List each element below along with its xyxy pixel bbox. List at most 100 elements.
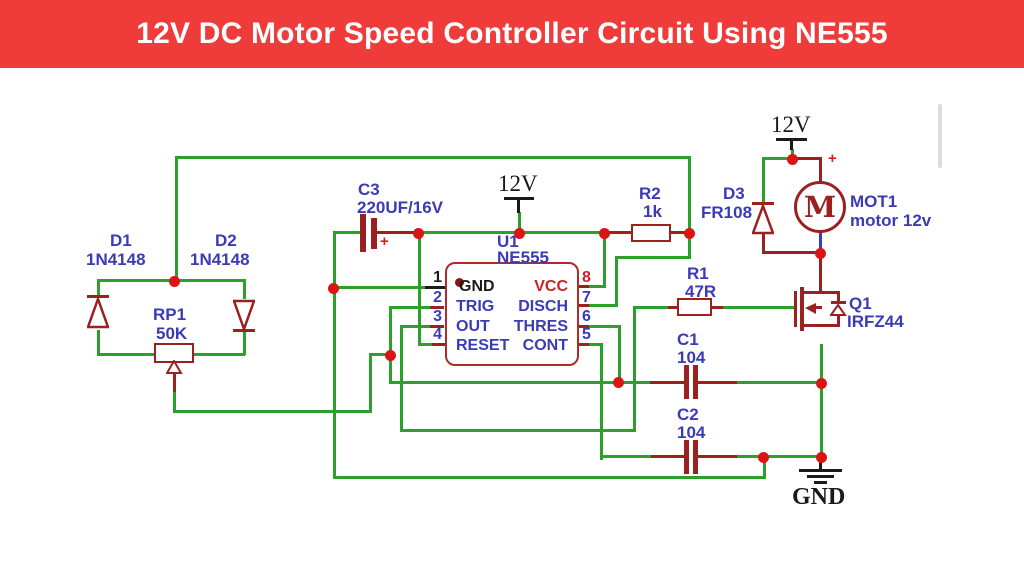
- diode-cathode-bar: [233, 329, 255, 332]
- wire-segment: [588, 325, 621, 328]
- wire-segment: [819, 273, 822, 294]
- wire-segment: [762, 157, 794, 160]
- wire-segment: [191, 353, 245, 356]
- junction-dot: [599, 228, 610, 239]
- wire-segment: [97, 353, 157, 356]
- label-q1-value: IRFZ44: [847, 312, 904, 331]
- wire-segment: [430, 325, 444, 328]
- ic-pin-number: 6: [582, 308, 591, 325]
- wire-segment: [175, 156, 691, 159]
- wire-segment: [790, 140, 793, 150]
- wire-segment: [420, 231, 606, 234]
- diode-triangle-icon: [752, 205, 774, 235]
- label-c2-ref: C2: [677, 405, 699, 424]
- wire-segment: [425, 286, 447, 289]
- capacitor-plate: [693, 440, 698, 474]
- wire-segment: [762, 251, 822, 254]
- label-d3-ref: D3: [723, 184, 745, 203]
- vcc-label-right: 12V: [771, 112, 811, 137]
- wire-segment: [430, 306, 444, 309]
- wire-segment: [588, 304, 617, 307]
- label-rp1-value: 50K: [156, 324, 188, 343]
- label-r1-value: 47R: [685, 282, 717, 301]
- wire-segment: [615, 256, 691, 259]
- pin1-marker-icon: [455, 278, 464, 287]
- wire-segment: [650, 381, 687, 384]
- wire-segment: [721, 306, 797, 309]
- wire-segment: [668, 306, 680, 309]
- label-mot1-value: motor 12v: [850, 211, 932, 230]
- polarity-plus: +: [380, 233, 389, 250]
- label-d2-value: 1N4148: [190, 250, 250, 269]
- wire-segment: [709, 306, 723, 309]
- wiper-arrow-icon: [166, 360, 183, 374]
- label-c2-value: 104: [677, 423, 706, 442]
- label-rp1-ref: RP1: [153, 305, 187, 324]
- wire-segment: [578, 285, 589, 288]
- junction-dot: [385, 350, 396, 361]
- body-diode-lead: [837, 292, 840, 304]
- capacitor-plate: [693, 365, 698, 399]
- ic-pin-number: 2: [433, 289, 442, 306]
- ic-pin-number: 4: [433, 326, 442, 343]
- label-u1-value: NE555: [497, 248, 549, 267]
- wire-segment: [97, 281, 100, 298]
- wire-segment: [97, 330, 100, 356]
- junction-dot: [684, 228, 695, 239]
- wire-segment: [762, 157, 765, 205]
- label-d3-value: FR108: [701, 203, 753, 222]
- diode-triangle-icon: [233, 299, 255, 330]
- wire-segment: [688, 156, 691, 234]
- body-diode-lead: [837, 314, 840, 326]
- label-d1-ref: D1: [110, 231, 132, 250]
- wire-segment: [600, 455, 653, 458]
- wire-segment: [763, 455, 823, 458]
- capacitor-plate: [684, 440, 689, 474]
- wire-segment: [651, 455, 687, 458]
- label-c1-ref: C1: [677, 330, 699, 349]
- ic-pin-name: GND: [459, 278, 495, 295]
- junction-dot: [816, 378, 827, 389]
- motor-polarity-plus: +: [828, 150, 837, 167]
- junction-dot: [613, 377, 624, 388]
- junction-dot: [328, 283, 339, 294]
- page-title: 12V DC Motor Speed Controller Circuit Us…: [136, 17, 888, 50]
- scrollbar-thumb[interactable]: [938, 104, 942, 168]
- mosfet-gate-bar: [794, 291, 797, 327]
- wire-segment: [400, 325, 403, 432]
- wire-segment: [688, 231, 691, 259]
- wire-segment: [819, 251, 822, 275]
- wire-segment: [819, 231, 822, 252]
- wire-segment: [369, 353, 372, 413]
- wire-segment: [389, 381, 652, 384]
- wire-segment: [173, 389, 176, 413]
- wire-segment: [668, 231, 691, 234]
- wire-segment: [517, 199, 520, 213]
- wire-segment: [735, 455, 765, 458]
- label-q1-ref: Q1: [849, 294, 872, 313]
- ic-pin-name: OUT: [456, 318, 490, 335]
- body-diode-cathode-bar: [831, 301, 846, 304]
- wire-segment: [763, 457, 766, 479]
- wire-segment: [696, 381, 737, 384]
- label-d1-value: 1N4148: [86, 250, 146, 269]
- label-r2-value: 1k: [643, 202, 662, 221]
- wire-segment: [333, 286, 428, 289]
- wire-segment: [792, 157, 822, 160]
- wire-segment: [400, 325, 434, 328]
- wire-segment: [603, 231, 606, 288]
- wire-segment: [633, 306, 672, 309]
- wire-segment: [820, 382, 823, 460]
- label-c3-value: 220UF/16V: [357, 198, 443, 217]
- wire-segment: [578, 343, 589, 346]
- junction-dot: [514, 228, 525, 239]
- label-mot1-ref: MOT1: [850, 192, 898, 211]
- ic-pin-name: THRES: [513, 318, 568, 335]
- mosfet-arrow-icon: [805, 303, 816, 314]
- wire-segment: [735, 381, 823, 384]
- wire-segment: [333, 476, 766, 479]
- wire-segment: [243, 281, 246, 299]
- motor-symbol: M: [794, 181, 846, 233]
- wire-segment: [173, 410, 372, 413]
